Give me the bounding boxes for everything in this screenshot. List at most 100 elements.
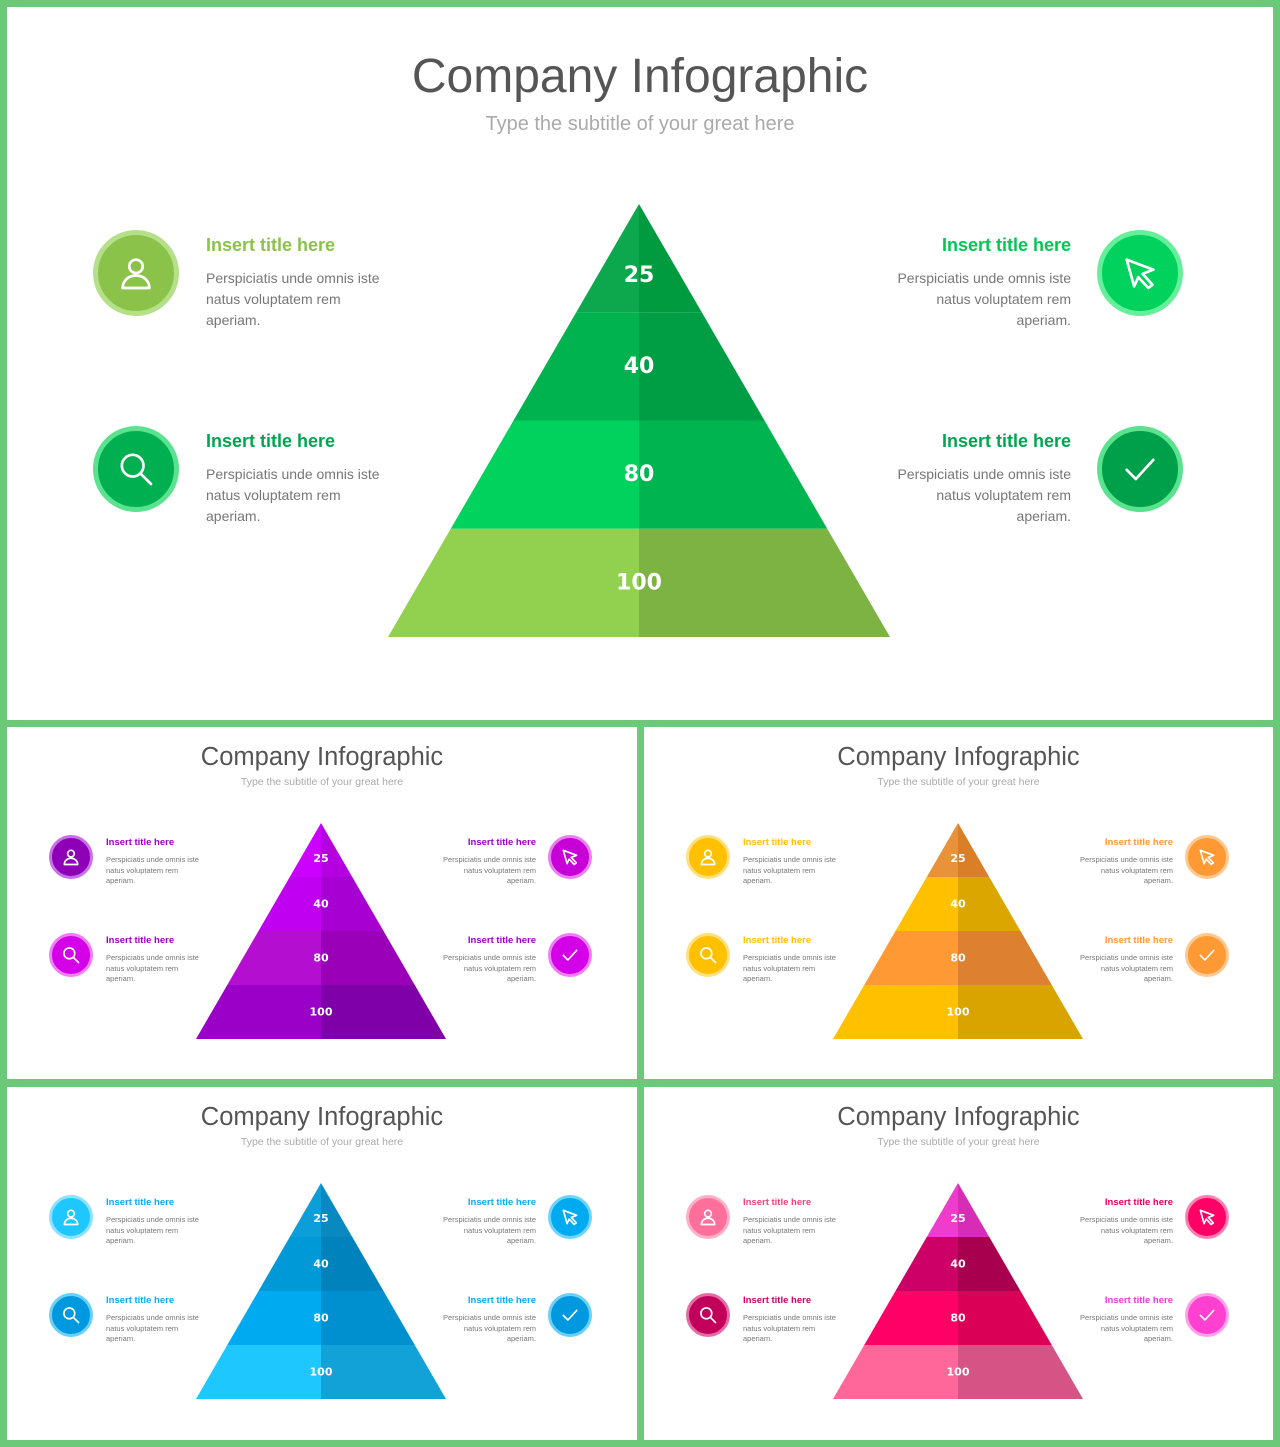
block-text: Perspiciatis unde omnis iste natus volup… bbox=[743, 1215, 836, 1245]
pyramid-level: 80 bbox=[864, 1291, 1052, 1345]
block-text: Perspiciatis unde omnis iste natus volup… bbox=[897, 270, 1071, 328]
block-title: Insert title here bbox=[1104, 1197, 1173, 1208]
pyramid-level-right-face bbox=[958, 985, 1083, 1039]
icon-badge bbox=[1185, 1293, 1229, 1337]
pyramid-level-label: 80 bbox=[624, 462, 655, 487]
pyramid-level-label: 100 bbox=[947, 1366, 970, 1379]
pyramid-level: 80 bbox=[864, 931, 1052, 985]
pyramid-level-right-face bbox=[321, 1345, 446, 1399]
block-text: Perspiciatis unde omnis iste natus volup… bbox=[106, 1313, 199, 1343]
pyramid-level-right-face bbox=[958, 1291, 1052, 1345]
pyramid-level-label: 100 bbox=[947, 1006, 970, 1019]
pyramid-level: 100 bbox=[833, 1345, 1083, 1399]
block-title: Insert title here bbox=[467, 837, 536, 848]
pyramid-level: 40 bbox=[513, 312, 765, 421]
block-text: Perspiciatis unde omnis iste natus volup… bbox=[106, 1215, 199, 1245]
pyramid-level-right-face bbox=[958, 1237, 1021, 1291]
pyramid-level-left-face bbox=[895, 877, 958, 931]
block-title: Insert title here bbox=[743, 1197, 812, 1208]
pyramid-level-right-face bbox=[639, 528, 890, 637]
pyramid-level: 40 bbox=[258, 877, 384, 931]
icon-badge bbox=[93, 230, 179, 316]
pyramid-level-label: 25 bbox=[950, 852, 965, 865]
slide-title: Company Infographic bbox=[200, 1103, 444, 1131]
user-icon bbox=[63, 1209, 79, 1226]
pyramid-level-right-face bbox=[321, 823, 353, 877]
icon-badge bbox=[1097, 426, 1183, 512]
pyramid-level-left-face bbox=[388, 528, 639, 637]
pyramid-level-label: 25 bbox=[624, 263, 655, 288]
icon-badge bbox=[49, 1293, 93, 1337]
pyramid-level-label: 100 bbox=[310, 1006, 333, 1019]
pyramid-level-label: 25 bbox=[313, 1212, 328, 1225]
user-icon bbox=[700, 1209, 716, 1226]
icon-badge bbox=[49, 933, 93, 977]
pyramid-level-left-face bbox=[895, 1237, 958, 1291]
pyramid-level: 40 bbox=[258, 1237, 384, 1291]
pyramid-level-right-face bbox=[321, 1237, 384, 1291]
pyramid-level: 25 bbox=[926, 1183, 990, 1237]
pyramid-level: 80 bbox=[227, 931, 415, 985]
pyramid-diagram: 25 40 80 100 bbox=[833, 1183, 1083, 1399]
pyramid-level: 100 bbox=[833, 985, 1083, 1039]
slide-subtitle: Type the subtitle of your great here bbox=[877, 1136, 1040, 1148]
pyramid-level-label: 80 bbox=[950, 1312, 966, 1325]
pyramid-level-label: 25 bbox=[950, 1212, 965, 1225]
pyramid-level-left-face bbox=[227, 1291, 321, 1345]
pyramid-level-right-face bbox=[639, 312, 765, 421]
slide-title: Company Infographic bbox=[200, 743, 444, 771]
block-title: Insert title here bbox=[106, 1295, 175, 1306]
pyramid-level: 25 bbox=[926, 823, 990, 877]
block-title: Insert title here bbox=[941, 431, 1071, 451]
pyramid-level-left-face bbox=[196, 985, 321, 1039]
pyramid-level-right-face bbox=[958, 877, 1021, 931]
icon-badge bbox=[1185, 933, 1229, 977]
pyramid-level: 100 bbox=[388, 528, 890, 637]
slide-subtitle: Type the subtitle of your great here bbox=[877, 776, 1040, 788]
block-title: Insert title here bbox=[1104, 1295, 1173, 1306]
check-icon bbox=[1199, 949, 1215, 961]
icon-badge bbox=[548, 835, 592, 879]
block-text: Perspiciatis unde omnis iste natus volup… bbox=[743, 1313, 836, 1343]
pyramid-level-left-face bbox=[289, 1183, 321, 1237]
pyramid-level-right-face bbox=[639, 204, 702, 313]
pyramid-level-label: 25 bbox=[313, 852, 328, 865]
pyramid-level-left-face bbox=[196, 1345, 321, 1399]
pyramid-level-label: 80 bbox=[313, 1312, 329, 1325]
pyramid-level-right-face bbox=[321, 877, 384, 931]
search-icon bbox=[700, 1307, 717, 1324]
icon-badge bbox=[548, 933, 592, 977]
slide-title: Company Infographic bbox=[837, 743, 1080, 771]
pyramid-level-label: 80 bbox=[950, 952, 966, 965]
search-icon bbox=[63, 947, 80, 964]
pyramid-level-label: 40 bbox=[313, 898, 329, 911]
pyramid-level: 100 bbox=[196, 985, 446, 1039]
pyramid-diagram: 25 40 80 100 bbox=[388, 204, 890, 637]
pyramid-level-label: 40 bbox=[950, 1258, 966, 1271]
block-title: Insert title here bbox=[743, 1295, 812, 1306]
block-title: Insert title here bbox=[467, 935, 536, 946]
icon-badge bbox=[548, 1195, 592, 1239]
icon-badge bbox=[1097, 230, 1183, 316]
block-title: Insert title here bbox=[206, 431, 336, 451]
pyramid-level-left-face bbox=[227, 931, 321, 985]
check-icon bbox=[562, 949, 578, 961]
block-title: Insert title here bbox=[467, 1197, 536, 1208]
